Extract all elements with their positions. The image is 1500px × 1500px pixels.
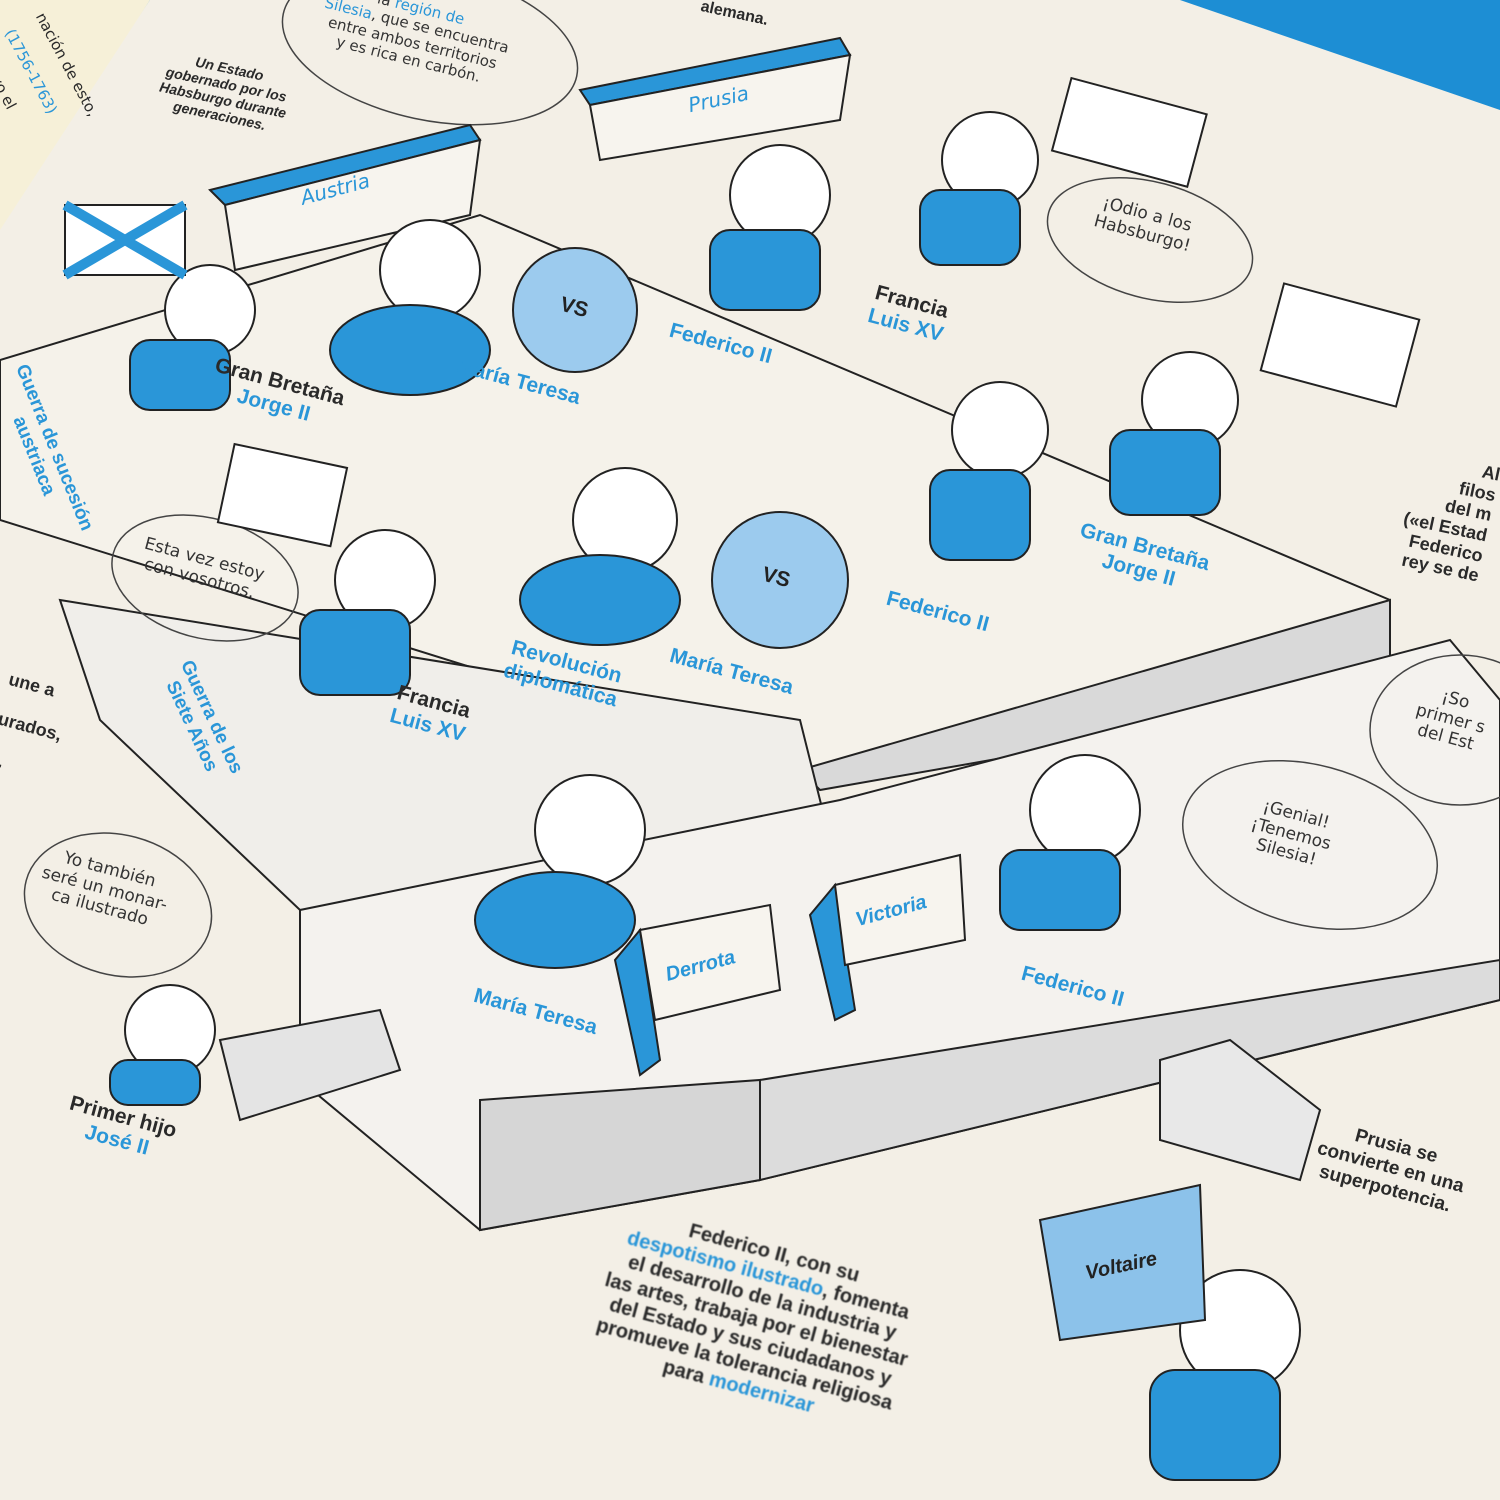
speech-bubbles [23, 0, 1500, 978]
characters [109, 111, 1301, 1481]
book-voltaire [1038, 1183, 1207, 1342]
flags [62, 76, 1421, 548]
side-line: urados, [0, 708, 64, 745]
side-line: o. [0, 748, 6, 773]
vs-starbursts [512, 247, 849, 649]
banner-signs [208, 36, 857, 1077]
side-line: une a [6, 668, 58, 701]
